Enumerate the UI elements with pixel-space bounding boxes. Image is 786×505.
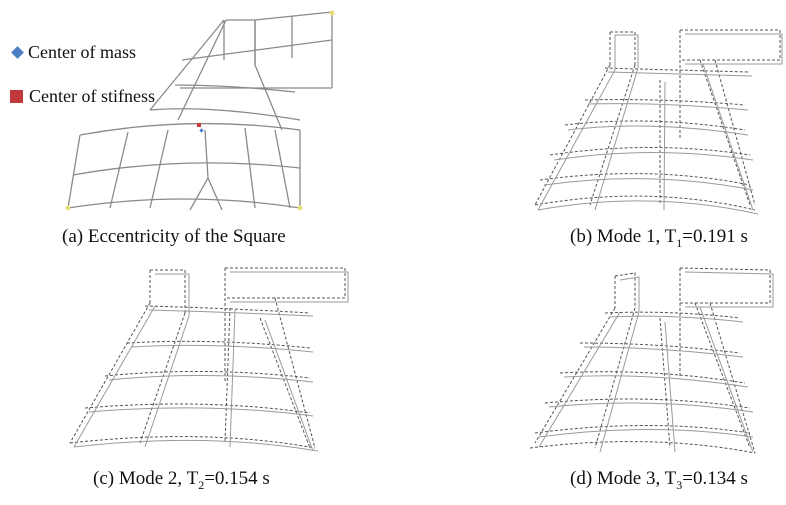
panel-a: Center of mass Center of stifness	[0, 0, 390, 225]
center-of-mass-marker	[199, 128, 204, 133]
mode-shape-c	[69, 267, 349, 452]
caption-a: (a) Eccentricity of the Square	[62, 226, 286, 247]
caption-c-prefix: (c) Mode 2, T	[93, 468, 199, 489]
legend-label-stiffness: Center of stifness	[29, 85, 155, 106]
caption-c: (c) Mode 2, T2=0.154 s	[93, 468, 270, 493]
caption-d-prefix: (d) Mode 3, T	[570, 468, 677, 489]
caption-c-sub: 2	[198, 477, 205, 492]
caption-c-suffix: =0.154 s	[204, 468, 270, 489]
legend-item-mass: Center of mass	[10, 40, 155, 64]
caption-b-suffix: =0.191 s	[682, 226, 748, 247]
plan-grid-a	[65, 10, 335, 211]
mode-shape-d	[529, 267, 774, 454]
panel-d	[510, 258, 780, 458]
caption-b-sub: 1	[676, 235, 683, 250]
caption-d-suffix: =0.134 s	[682, 468, 748, 489]
caption-d-sub: 3	[676, 477, 683, 492]
square-icon	[10, 89, 23, 103]
caption-d: (d) Mode 3, T3=0.134 s	[570, 468, 748, 493]
panel-b	[510, 20, 786, 220]
legend-item-stiffness: Center of stifness	[10, 84, 155, 108]
mode-shape-b	[534, 29, 783, 215]
diamond-icon	[11, 45, 24, 59]
caption-b-prefix: (b) Mode 1, T	[570, 226, 677, 247]
center-of-stiffness-marker	[197, 123, 201, 127]
legend-label-mass: Center of mass	[28, 41, 136, 62]
legend: Center of mass Center of stifness	[10, 40, 155, 128]
caption-b: (b) Mode 1, T1=0.191 s	[570, 226, 748, 251]
panel-c	[45, 258, 365, 458]
